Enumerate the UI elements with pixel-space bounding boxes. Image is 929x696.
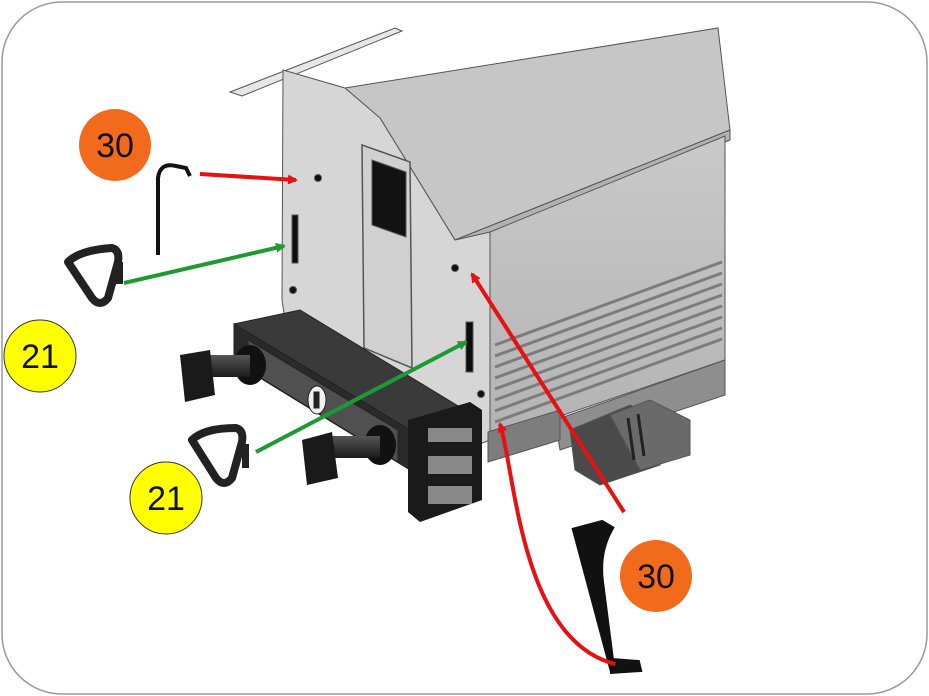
callout-handrail-top-left: 30 bbox=[79, 109, 151, 181]
svg-text:30: 30 bbox=[637, 558, 675, 596]
arrow-red-handrail-right-upper bbox=[470, 272, 626, 514]
callout-coupling-link-lower: 21 bbox=[129, 461, 203, 535]
arrow-red-handrail-top bbox=[199, 172, 298, 185]
arrow-green-link-lower bbox=[255, 340, 468, 454]
svg-text:21: 21 bbox=[147, 480, 185, 518]
step-ladder-icon bbox=[408, 402, 482, 522]
coupling-link-part-icon bbox=[188, 424, 249, 487]
arrow-green-link-upper bbox=[123, 242, 286, 285]
arrow-red-handrail-right-lower bbox=[497, 422, 616, 666]
buffer-beam bbox=[232, 309, 470, 471]
svg-text:21: 21 bbox=[21, 338, 59, 376]
svg-text:30: 30 bbox=[96, 127, 134, 165]
handrail-part-icon bbox=[571, 519, 643, 674]
callout-coupling-link-upper: 21 bbox=[3, 319, 77, 393]
arrows bbox=[123, 172, 626, 666]
coupling-link-part-icon bbox=[64, 244, 123, 307]
handrail-part-icon bbox=[156, 163, 192, 255]
side-corrugation bbox=[494, 260, 723, 424]
buffer-icon bbox=[180, 345, 396, 485]
callout-handrail-bottom-right: 30 bbox=[620, 540, 692, 612]
